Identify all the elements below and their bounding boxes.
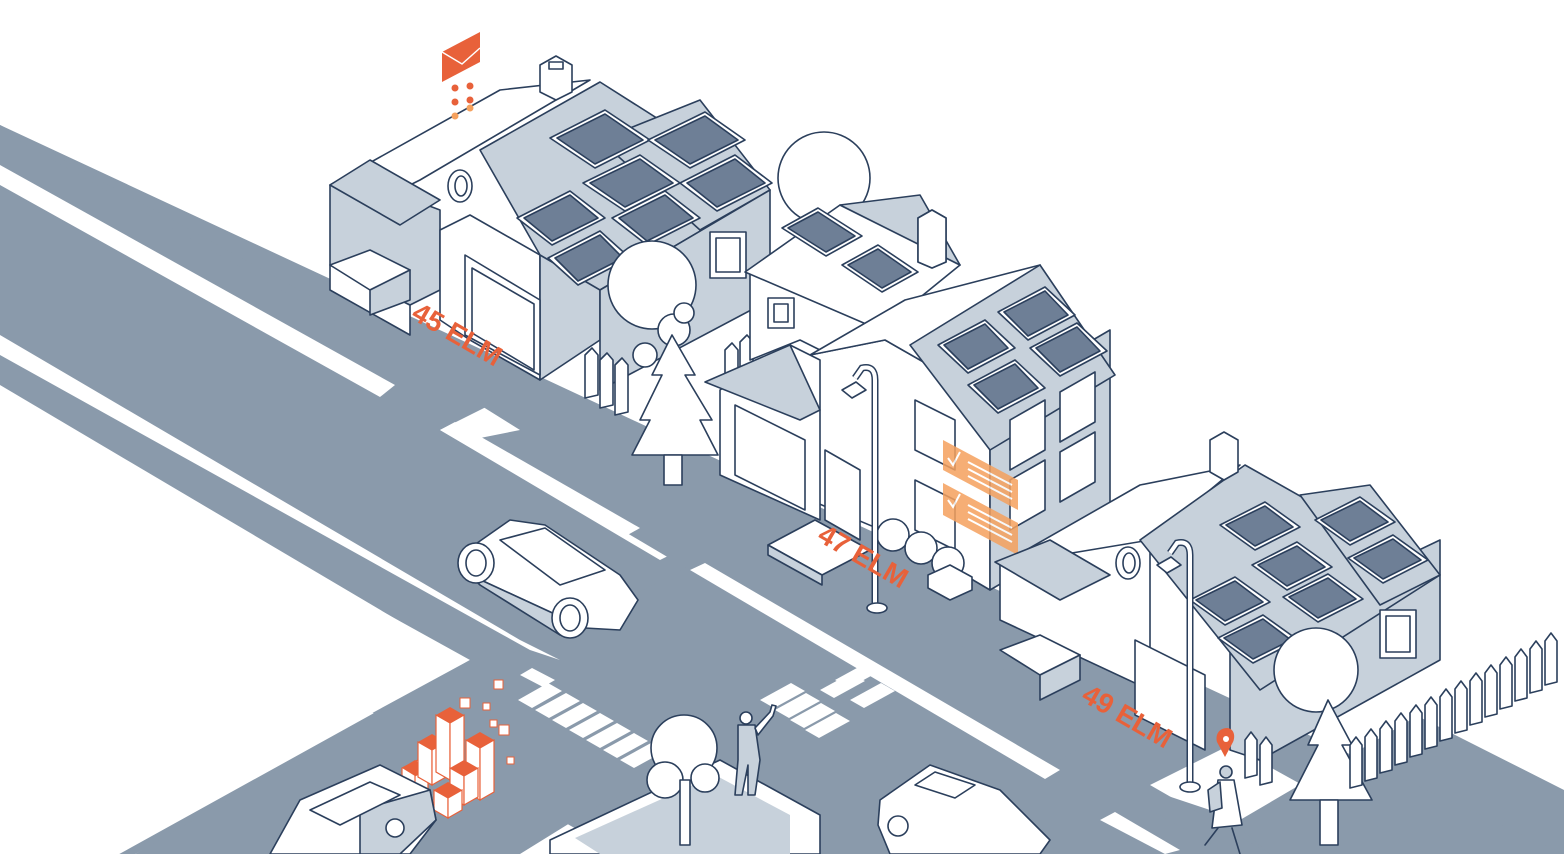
tree-49: [1273, 627, 1373, 846]
street-lamp-47: [841, 364, 888, 614]
crosswalk: [518, 663, 895, 768]
main-road: [0, 130, 1230, 854]
house-49-elm: [994, 431, 1441, 761]
tree-group-45: [607, 240, 719, 486]
top-curb-strip: [0, 165, 395, 397]
car-sedan-right: [877, 764, 1051, 854]
picket-fence-49: [1244, 632, 1558, 789]
solar-panels-45: [516, 109, 773, 286]
left-lot: [0, 385, 465, 854]
house-47-elm: [704, 209, 1116, 601]
street-lamp-49: [1156, 539, 1201, 793]
cross-road: [135, 560, 900, 854]
bar-chart-icon: [401, 679, 515, 820]
pedestrian-walking: [1204, 765, 1243, 854]
pedestrian-waving: [734, 704, 777, 796]
location-pin-icon: [1216, 728, 1235, 757]
house-45-elm: [329, 55, 773, 391]
car-suv-left: [269, 764, 437, 854]
checklist-icon: [943, 440, 1018, 555]
car-electric: [457, 519, 639, 639]
envelope-icon: [441, 32, 481, 120]
